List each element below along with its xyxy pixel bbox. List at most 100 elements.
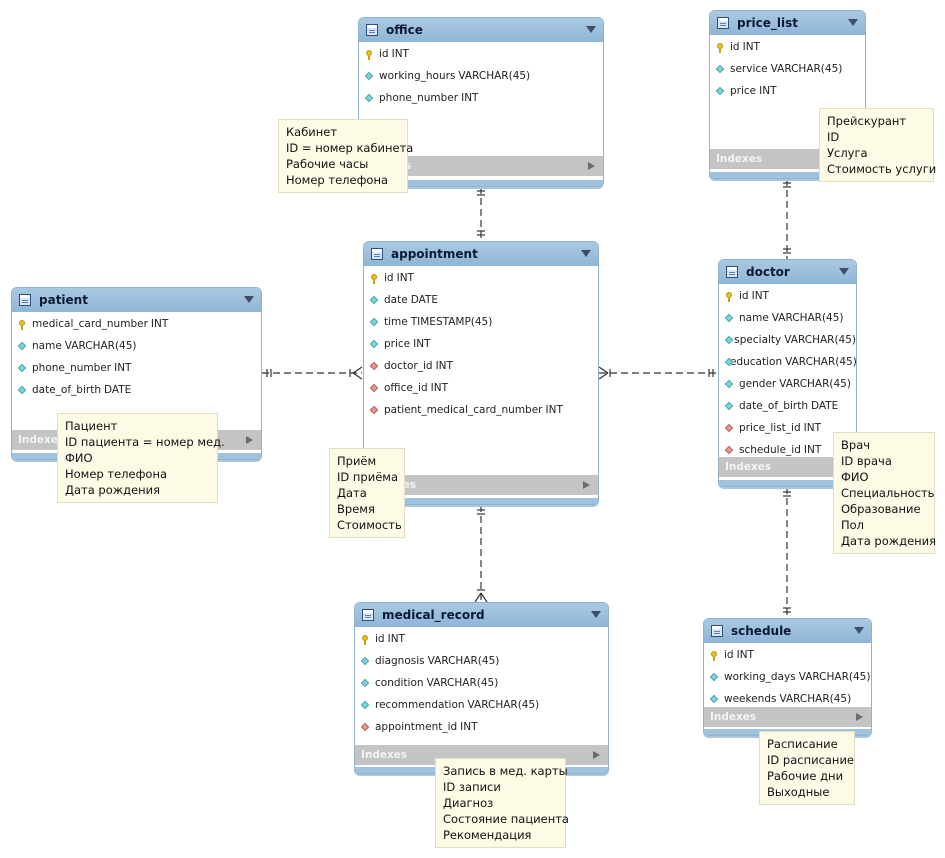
dropdown-arrow-icon[interactable] [839,268,849,275]
attribute-icon [710,673,719,682]
expand-arrow-icon[interactable] [583,481,590,489]
rel-office-appointment[interactable] [477,187,485,241]
column-name: date [384,294,408,306]
table-name: schedule [731,624,792,638]
table-header[interactable]: patient [12,288,261,312]
column-name: appointment_id [375,721,458,733]
expand-arrow-icon[interactable] [588,162,595,170]
table-name: medical_record [382,608,485,622]
column-type: VARCHAR(45) [458,70,531,82]
note-line: ID врача [841,454,892,468]
attribute-icon [370,318,379,327]
column-type: INT [460,721,478,733]
table-header[interactable]: schedule [704,619,871,643]
column-name: id [379,48,389,60]
note-line: ФИО [841,470,869,484]
expand-arrow-icon[interactable] [593,751,600,759]
table-header[interactable]: office [359,18,603,42]
column-type: VARCHAR(45) [467,699,540,711]
rel-patient-appointment[interactable] [262,366,363,380]
dropdown-arrow-icon[interactable] [848,19,858,26]
table-header[interactable]: price_list [710,11,865,35]
rel-appointment-medical-record[interactable] [474,505,488,603]
expand-arrow-icon[interactable] [246,436,253,444]
note-line: ФИО [65,451,93,465]
foreign-key-icon [370,362,379,371]
indexes-label: Indexes [725,461,772,473]
column-name: doctor_id [384,360,433,372]
dropdown-arrow-icon[interactable] [581,250,591,257]
column-name: time [384,316,408,328]
table-icon [717,17,729,29]
note-line: Запись в мед. карты [443,764,568,778]
note-line: Номер телефона [65,467,168,481]
column-name: condition [375,677,424,689]
rel-doctor-appointment[interactable] [598,366,717,380]
dropdown-arrow-icon[interactable] [244,296,254,303]
column-name: recommendation [375,699,465,711]
attribute-icon [725,336,729,345]
note-line: Услуга [827,146,868,160]
column-name: patient_medical_card_number [384,404,543,416]
expand-arrow-icon[interactable] [856,713,863,721]
dropdown-arrow-icon[interactable] [854,627,864,634]
column-type: VARCHAR(45) [784,334,856,346]
table-header[interactable]: medical_record [355,603,608,627]
indexes-bar[interactable]: Indexes [704,707,871,727]
dropdown-arrow-icon[interactable] [586,26,596,33]
rel-schedule-doctor[interactable] [783,487,791,618]
dropdown-arrow-icon[interactable] [591,611,601,618]
table-header[interactable]: appointment [364,242,598,266]
table-header[interactable]: doctor [719,260,856,284]
rel-price-list-doctor[interactable] [783,179,791,259]
column-name: medical_card_number [32,318,148,330]
